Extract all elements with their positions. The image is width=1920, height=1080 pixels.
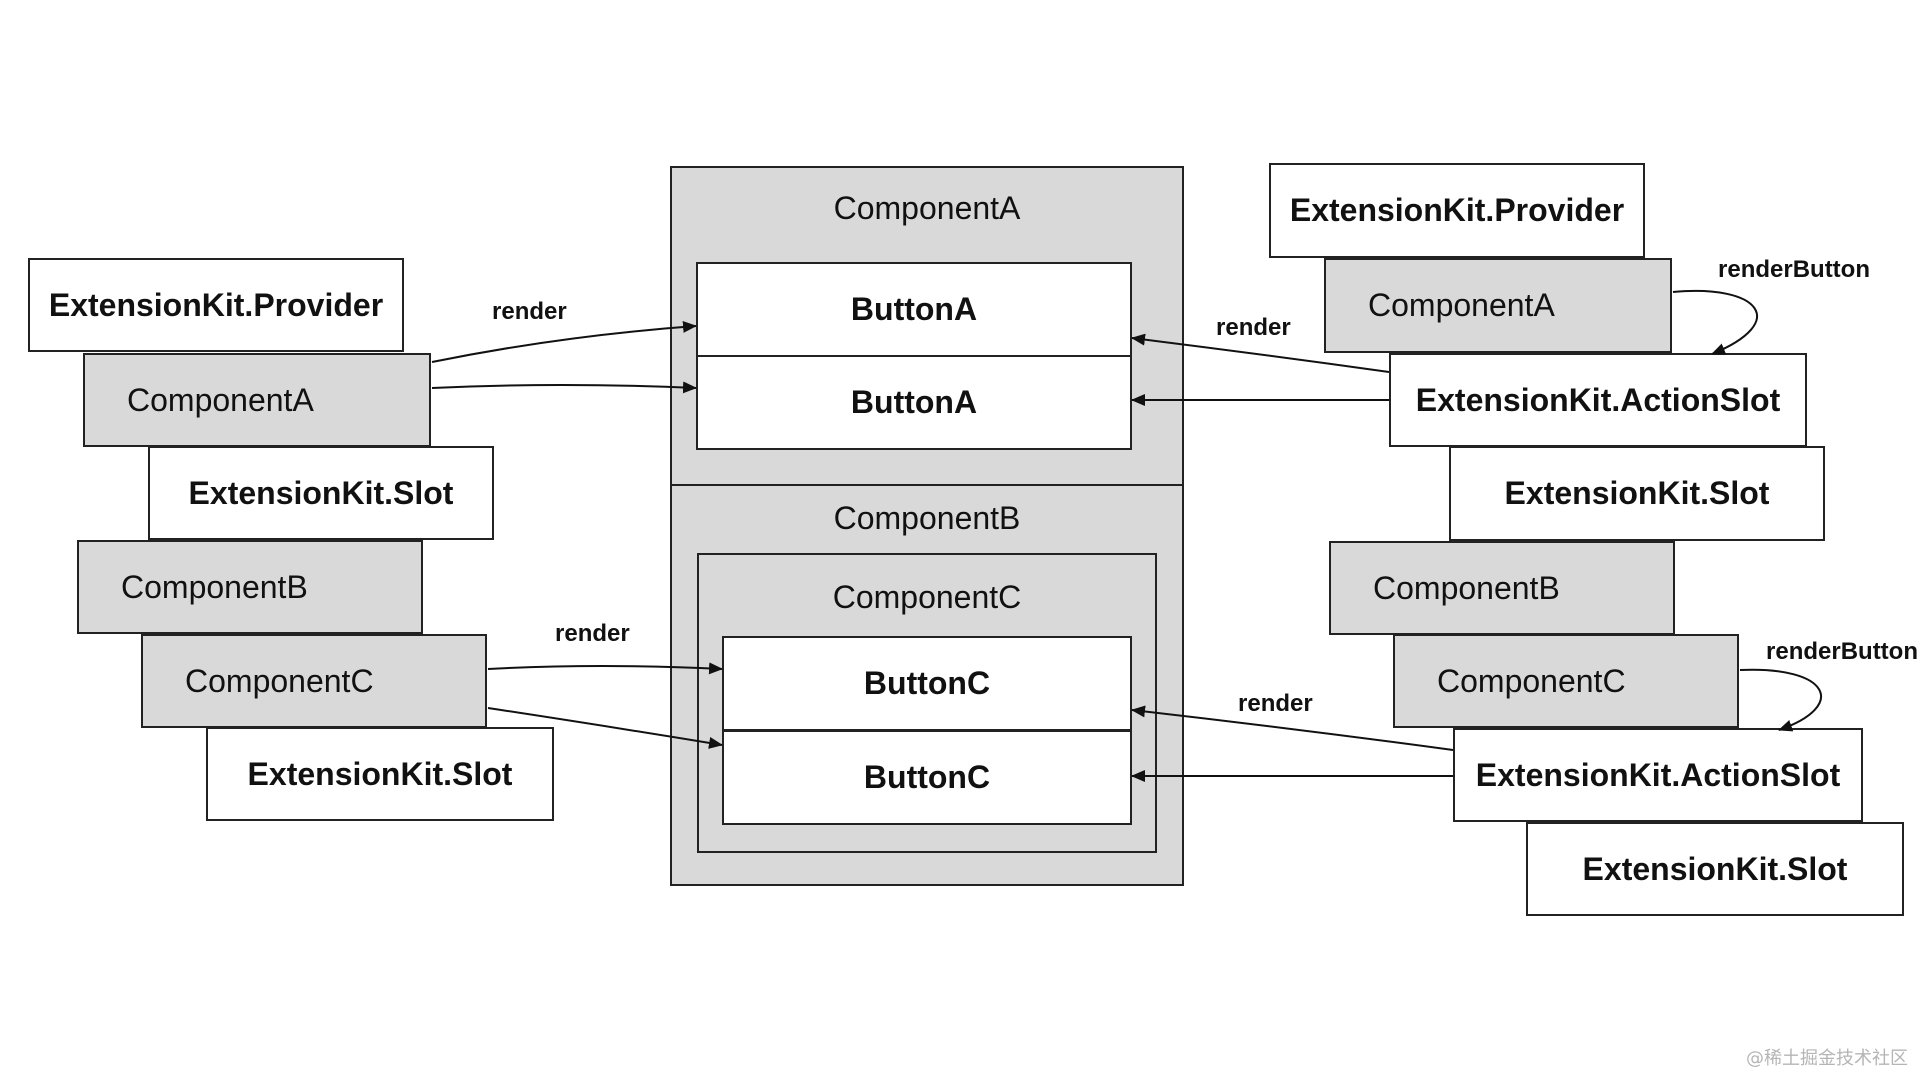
center-component-b-title: ComponentB xyxy=(833,500,1021,536)
right-component-c-box: ComponentC xyxy=(1393,634,1739,728)
right-component-a-box: ComponentA xyxy=(1324,258,1672,353)
button-a-bottom: ButtonA xyxy=(696,355,1132,450)
right-component-b-box: ComponentB xyxy=(1329,541,1675,635)
right-slot-a-box: ExtensionKit.Slot xyxy=(1449,446,1825,541)
arrow-render-button-top xyxy=(1672,289,1759,355)
render-label-left-bottom: render xyxy=(555,620,630,647)
button-c-bottom: ButtonC xyxy=(722,730,1132,825)
right-slot-c-box: ExtensionKit.Slot xyxy=(1526,822,1904,916)
left-component-c-box: ComponentC xyxy=(141,634,487,728)
button-c-top: ButtonC xyxy=(722,636,1132,731)
arrow-left-a-bottom xyxy=(431,381,697,394)
render-button-label-top: renderButton xyxy=(1718,256,1870,283)
center-component-a-title: ComponentA xyxy=(833,190,1021,226)
right-provider-box: ExtensionKit.Provider xyxy=(1269,163,1645,258)
watermark: @稀土掘金技术社区 xyxy=(1746,1048,1908,1069)
left-component-b-box: ComponentB xyxy=(77,540,423,634)
render-label-right-bottom: render xyxy=(1238,690,1313,717)
render-label-right-top: render xyxy=(1216,314,1291,341)
left-slot-c-box: ExtensionKit.Slot xyxy=(206,727,554,821)
arrow-render-button-bottom xyxy=(1739,668,1822,732)
left-provider-box: ExtensionKit.Provider xyxy=(28,258,404,352)
arrow-right-c-top xyxy=(1131,705,1454,751)
right-action-slot-a-box: ExtensionKit.ActionSlot xyxy=(1389,353,1807,447)
render-label-left-top: render xyxy=(492,298,567,325)
left-slot-a-box: ExtensionKit.Slot xyxy=(148,446,494,540)
render-button-label-bottom: renderButton xyxy=(1766,638,1918,665)
button-a-top: ButtonA xyxy=(696,262,1132,357)
arrow-left-c-bottom xyxy=(487,707,723,749)
right-action-slot-c-box: ExtensionKit.ActionSlot xyxy=(1453,728,1863,822)
arrow-left-a-top xyxy=(431,320,697,363)
center-component-c-title: ComponentC xyxy=(832,579,1022,615)
arrow-right-a-top xyxy=(1131,333,1390,373)
arrow-left-c-top xyxy=(487,662,723,675)
